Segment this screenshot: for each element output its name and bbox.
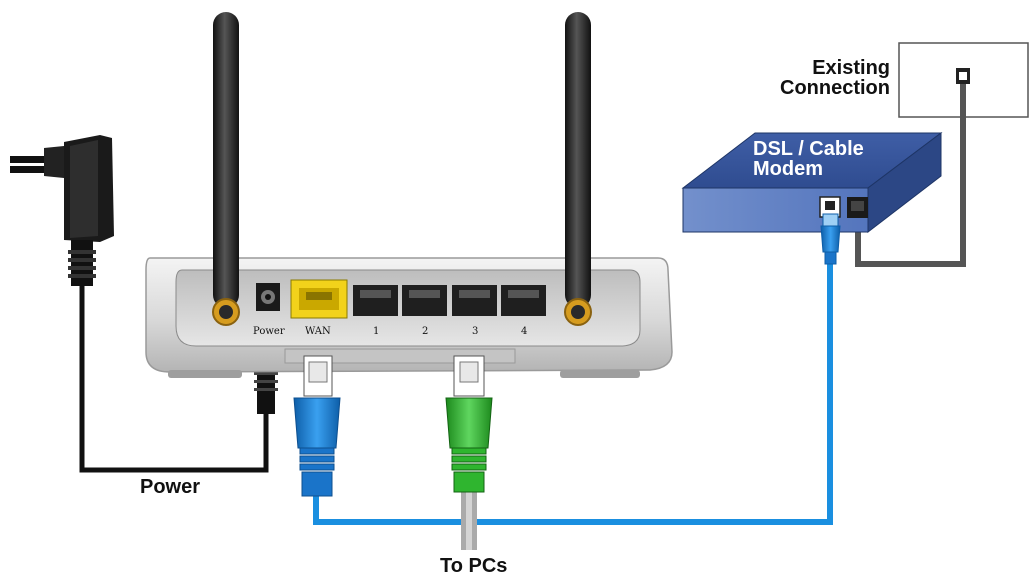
existing-connection-line2: Connection [780,77,890,99]
power-adapter [10,135,114,286]
existing-connection-label: Existing Connection [760,58,890,98]
modem-blue-plug [820,213,841,265]
blue-ethernet-cable [313,262,833,525]
port-label-lan4: 4 [521,326,528,337]
lan-port-2 [402,285,447,316]
power-cord [79,286,269,473]
lan-port-3 [452,285,497,316]
modem-label: DSL / Cable Modem [753,139,864,179]
port-label-lan3: 3 [472,326,479,337]
left-antenna [212,12,240,326]
port-label-lan2: 2 [422,326,429,337]
port-label-wan: WAN [305,326,331,337]
power-jack [256,283,280,311]
modem-label-line2: Modem [753,158,823,180]
port-label-power: Power [253,326,285,337]
modem-label-line1: DSL / Cable [753,138,864,160]
wan-port [290,279,348,319]
lan-port-1 [353,285,398,316]
existing-connection-line1: Existing [812,57,890,79]
right-antenna [564,12,592,326]
dsl-cable-modem [681,131,943,234]
port-label-lan1: 1 [373,326,380,337]
wan-blue-plug [293,355,341,497]
gray-line-cable [855,84,966,267]
lan-port-4 [501,285,546,316]
power-label: Power [140,476,201,498]
to-pcs-label: To PCs [440,555,508,577]
lan-green-plug [445,355,493,493]
